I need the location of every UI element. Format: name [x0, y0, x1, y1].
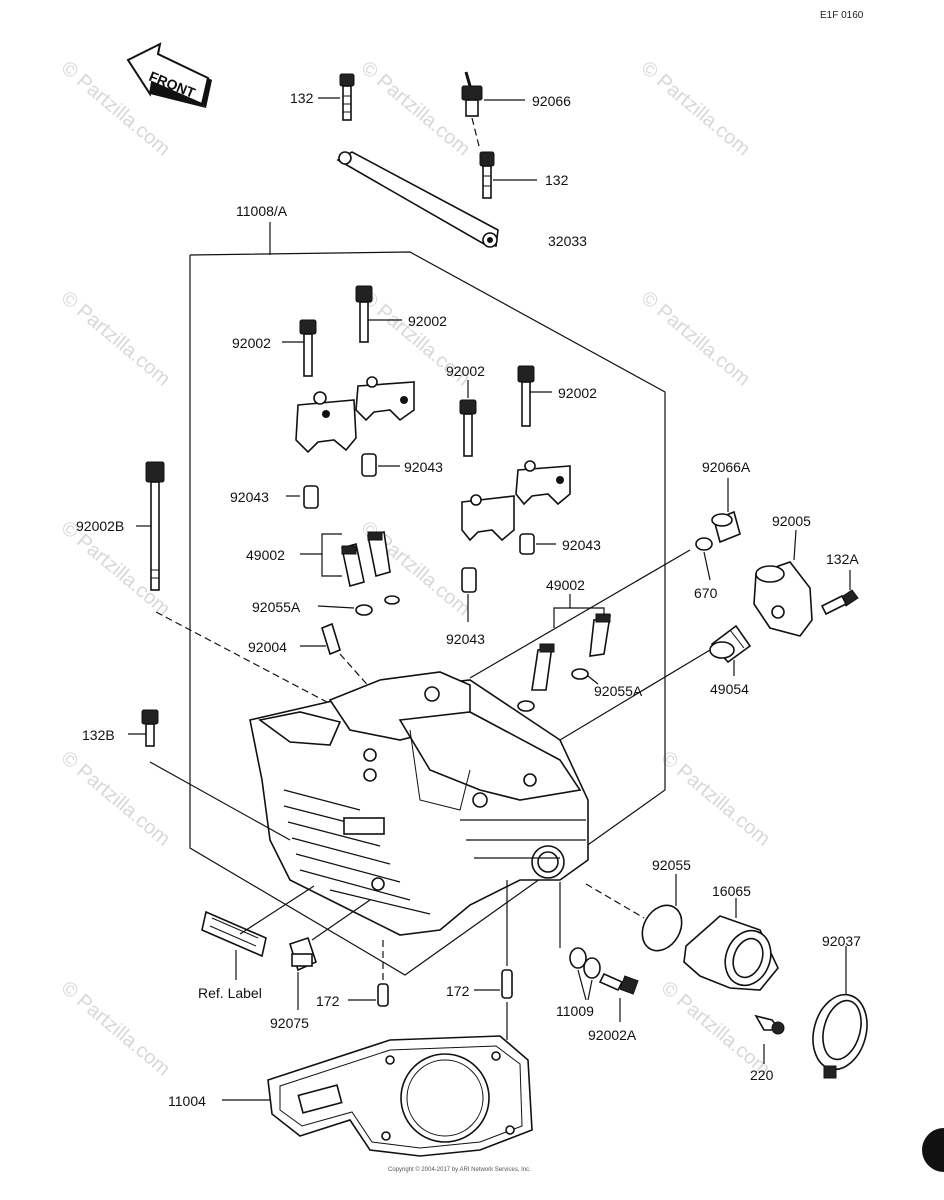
screw-220	[754, 1014, 785, 1064]
label-220: 220	[750, 1067, 774, 1083]
gasket-11004	[222, 1035, 533, 1157]
label-92043-d: 92043	[446, 631, 485, 647]
holder-16065	[683, 898, 779, 991]
cam-cap-2	[355, 376, 415, 422]
label-92043-c: 92043	[562, 537, 601, 553]
label-92055: 92055	[652, 857, 691, 873]
edge-mark-icon	[922, 1128, 944, 1172]
label-92043-b: 92043	[230, 489, 269, 505]
label-92066A: 92066A	[702, 459, 751, 475]
label-92055A-b: 92055A	[594, 683, 643, 699]
cam-cap-3	[461, 494, 515, 542]
label-32033: 32033	[548, 233, 587, 249]
plug-92075	[289, 899, 371, 1010]
label-132-top: 132	[290, 90, 314, 106]
watermark-text: © Partzilla.com	[357, 57, 474, 160]
label-172-b: 172	[446, 983, 470, 999]
label-11004: 11004	[168, 1093, 206, 1109]
bolt-92002-a	[282, 319, 317, 377]
diagram-code: E1F 0160	[820, 10, 864, 21]
sensor-92066	[461, 71, 525, 151]
label-92075: 92075	[270, 1015, 309, 1031]
dowel-92043-a	[361, 453, 400, 477]
label-92002-d: 92002	[558, 385, 597, 401]
dowel-92043-d	[461, 567, 477, 622]
bolt-132B	[128, 709, 291, 841]
watermark-text: © Partzilla.com	[57, 977, 174, 1080]
label-92002-b: 92002	[408, 313, 447, 329]
oring-92055A-b	[517, 668, 599, 712]
frame-11008A	[189, 251, 666, 976]
plug-92066A	[695, 478, 741, 581]
label-92055A-a: 92055A	[252, 599, 301, 615]
bolt-92002-c	[459, 380, 477, 457]
watermark-text: © Partzilla.com	[657, 977, 774, 1080]
front-arrow-icon: FRONT	[126, 42, 212, 108]
label-16065: 16065	[712, 883, 751, 899]
oring-92055A-a	[317, 595, 400, 616]
label-92002-a: 92002	[232, 335, 271, 351]
watermark-text: © Partzilla.com	[637, 287, 754, 390]
watermark-text: © Partzilla.com	[657, 747, 774, 850]
bolt-92002A	[598, 972, 639, 1022]
lifter-49002-b	[531, 594, 611, 691]
ref-label-plate	[201, 885, 315, 980]
dowel-92043-b	[286, 485, 319, 509]
label-92037: 92037	[822, 933, 861, 949]
watermark-text: © Partzilla.com	[57, 287, 174, 390]
bolt-92002-d	[517, 365, 552, 427]
label-92002B: 92002B	[76, 518, 124, 534]
label-49002-b: 49002	[546, 577, 585, 593]
bolt-132-top	[318, 73, 355, 121]
label-670: 670	[694, 585, 718, 601]
label-92005: 92005	[772, 513, 811, 529]
label-92066: 92066	[532, 93, 571, 109]
washer-11009	[559, 882, 601, 1001]
label-92004: 92004	[248, 639, 287, 655]
label-92043-a: 92043	[404, 459, 443, 475]
dowel-172-b	[474, 880, 513, 1040]
dowel-92043-c	[519, 533, 556, 555]
label-132A: 132A	[826, 551, 859, 567]
housing-92005	[753, 529, 813, 637]
label-11009: 11009	[556, 1003, 594, 1019]
label-92002A: 92002A	[588, 1027, 637, 1043]
label-92002-c: 92002	[446, 363, 485, 379]
bolt-92002-b	[355, 285, 402, 343]
watermark-text: © Partzilla.com	[637, 57, 754, 160]
dowel-172-a	[348, 940, 389, 1007]
label-49054: 49054	[710, 681, 749, 697]
oring-92055	[585, 874, 683, 952]
clamp-92037	[812, 946, 868, 1079]
cam-cap-1	[295, 391, 357, 454]
label-11008A: 11008/A	[236, 203, 288, 219]
copyright-text: Copyright © 2004-2017 by ARI Network Ser…	[388, 1166, 531, 1173]
watermark-text: © Partzilla.com	[57, 747, 174, 850]
label-132-mid: 132	[545, 172, 569, 188]
lifter-49002-a	[300, 531, 391, 588]
label-49002-a: 49002	[246, 547, 285, 563]
cylinder-head	[249, 671, 589, 936]
cam-cap-4	[515, 460, 571, 506]
stud-92004	[300, 622, 373, 691]
label-132B: 132B	[82, 727, 115, 743]
pipe-32033	[336, 151, 499, 248]
label-ref-label: Ref. Label	[198, 985, 262, 1001]
bolt-132A	[820, 570, 859, 616]
bolt-132-mid	[479, 151, 537, 199]
label-172-a: 172	[316, 993, 340, 1009]
thermostat-49054	[709, 624, 752, 676]
